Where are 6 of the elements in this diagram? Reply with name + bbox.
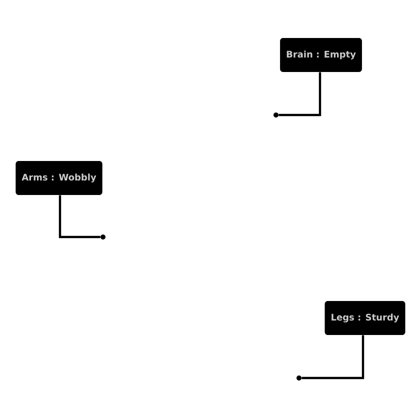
label-box: Legs : Sturdy (324, 301, 406, 335)
leader-line (58, 195, 100, 238)
label-box: Arms : Wobbly (16, 161, 102, 195)
leader-line (302, 335, 364, 380)
leader-line (278, 72, 322, 116)
label-box: Brain : Empty (280, 38, 362, 72)
